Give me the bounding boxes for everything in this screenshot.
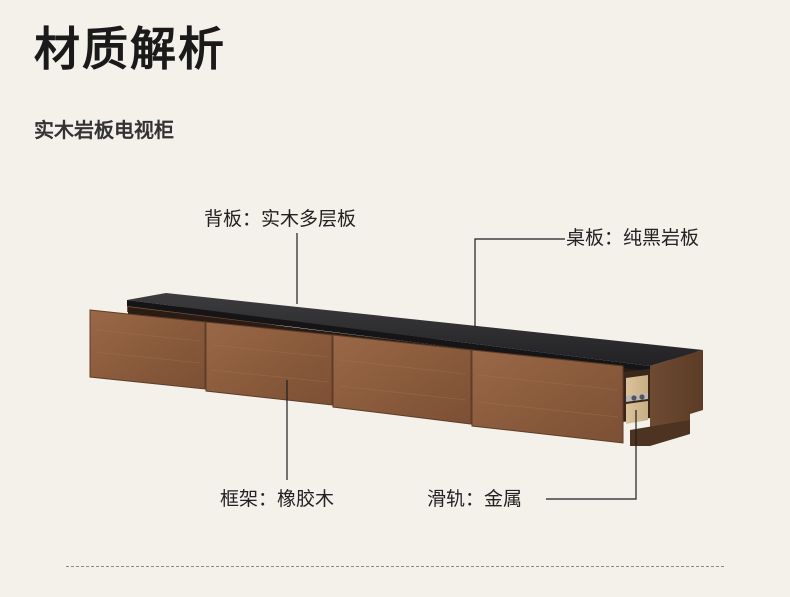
callout-slide-rail: 滑轨：金属 xyxy=(427,488,523,510)
slide-rail-screw xyxy=(639,394,645,400)
callout-top-panel: 桌板：纯黑岩板 xyxy=(566,227,700,249)
leader-line-top-panel xyxy=(474,238,565,327)
drawer-fronts xyxy=(89,309,624,444)
drawer-front-4 xyxy=(471,349,624,444)
callout-frame: 框架：橡胶木 xyxy=(220,488,335,510)
cabinet-body xyxy=(89,293,703,446)
drawer-front-2 xyxy=(205,321,333,406)
dashed-divider xyxy=(66,566,724,567)
leader-line-slide xyxy=(546,410,637,500)
drawer-front-3 xyxy=(332,334,472,425)
callout-back-panel: 背板：实木多层板 xyxy=(204,208,357,230)
product-subtitle: 实木岩板电视柜 xyxy=(34,118,174,142)
slide-rail-screw xyxy=(631,395,637,401)
open-drawer xyxy=(623,369,650,424)
page-title: 材质解析 xyxy=(34,22,226,76)
drawer-front-1 xyxy=(89,309,206,390)
cabinet-side-panel xyxy=(650,350,703,443)
stone-top-panel xyxy=(127,293,703,366)
